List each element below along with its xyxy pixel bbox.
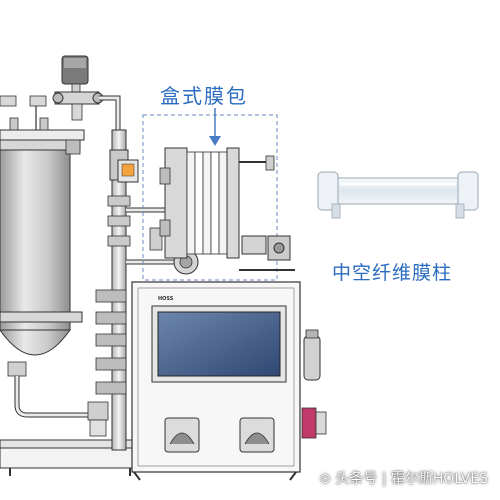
cassette-membrane-label: 盒式膜包 bbox=[160, 84, 248, 108]
panel-brand: HOSS bbox=[158, 296, 174, 302]
top-valve-assembly bbox=[52, 55, 121, 130]
cassette-highlight-box bbox=[142, 114, 278, 281]
process-piping bbox=[87, 129, 199, 451]
hollow-fiber-column-label: 中空纤维膜柱 bbox=[332, 262, 453, 284]
arrow-down-icon bbox=[209, 108, 221, 146]
hollow-fiber-column bbox=[317, 171, 479, 219]
watermark: ⊙ 头条号 | 霍尔斯HOLVES bbox=[319, 471, 488, 487]
cassette-membrane-holder bbox=[159, 147, 295, 271]
right-fittings bbox=[301, 329, 327, 439]
reaction-tank bbox=[0, 95, 100, 418]
control-cabinet bbox=[131, 281, 301, 481]
